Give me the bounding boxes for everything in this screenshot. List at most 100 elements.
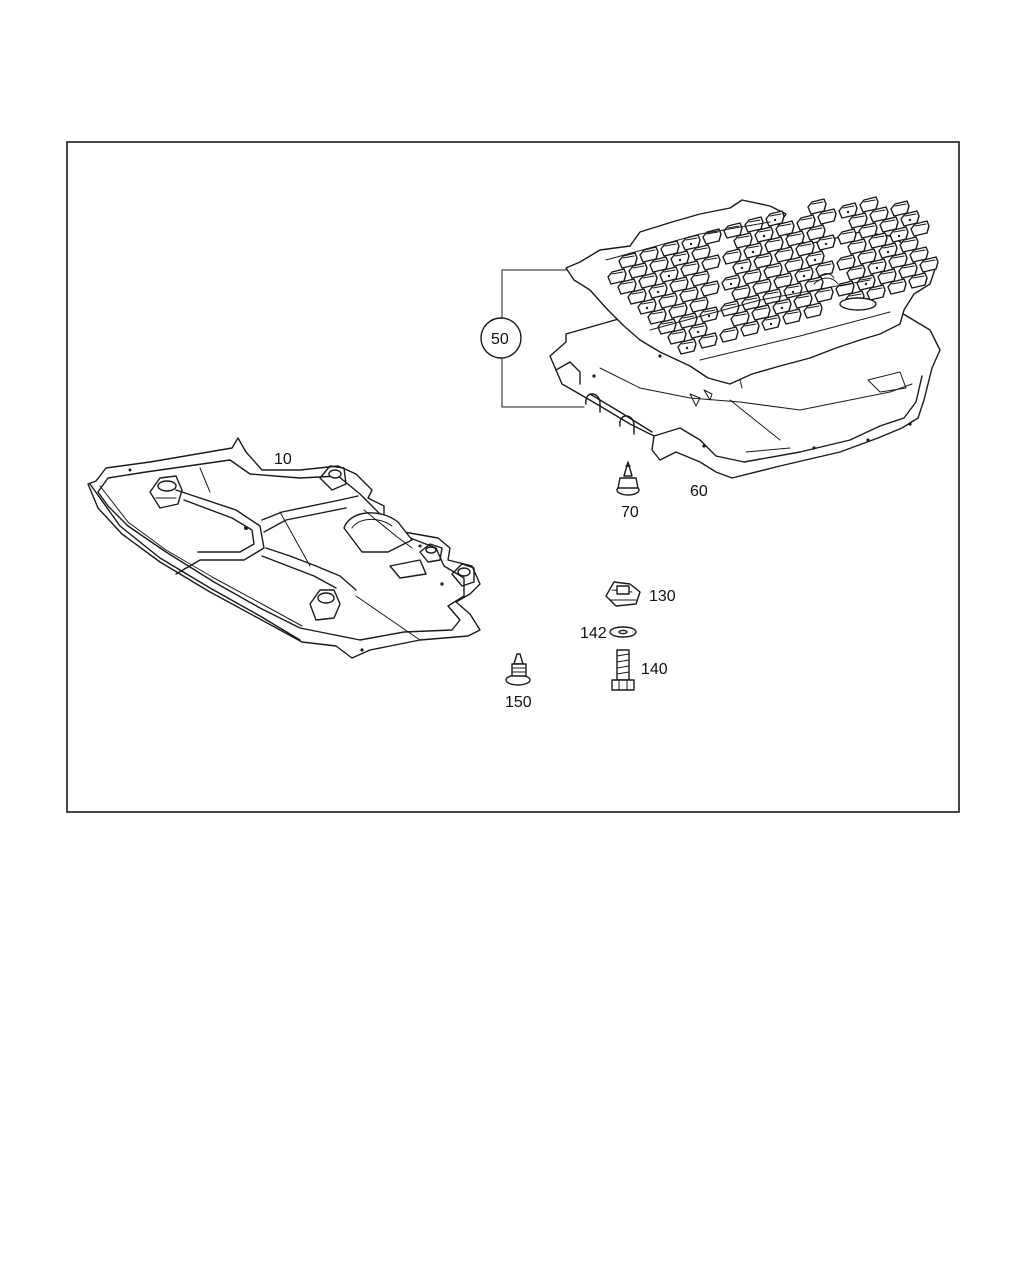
mat-pad-edge xyxy=(851,241,864,245)
callout-142: 142 xyxy=(580,625,607,642)
mat-pad-hole xyxy=(762,234,766,238)
mat-pad-edge xyxy=(706,231,719,235)
mat-pad-edge xyxy=(702,335,715,339)
mat-pad-edge xyxy=(695,247,708,251)
mat-pad-edge xyxy=(631,291,644,295)
mat-pad-edge xyxy=(765,317,778,321)
mat-pad-edge xyxy=(863,199,876,203)
mat-pad-edge xyxy=(724,303,737,307)
mat-pad-edge xyxy=(766,291,779,295)
mat-pad-edge xyxy=(839,283,852,287)
mat-pad-edge xyxy=(674,253,687,257)
mat-pad-edge xyxy=(703,309,716,313)
part-10-underbody-panel[interactable] xyxy=(87,437,481,659)
mat-pad-edge xyxy=(789,233,802,237)
mat-pad-edge xyxy=(684,263,697,267)
mat-pad-edge xyxy=(883,219,896,223)
mat-pad-edge xyxy=(693,299,706,303)
mat-pad-edge xyxy=(904,213,917,217)
part-60-rear-underbody-panel[interactable] xyxy=(549,311,941,479)
part-130-speed-nut[interactable] xyxy=(605,581,641,607)
mat-pad-edge xyxy=(747,245,760,249)
mat-pad-hole xyxy=(656,290,660,294)
mat-pad-hole xyxy=(875,266,879,270)
mat-pad-hole xyxy=(813,258,817,262)
mat-pad-edge xyxy=(870,287,883,291)
mat-pad-edge xyxy=(681,341,694,345)
mat-pad-edge xyxy=(682,315,695,319)
mat-pad-edge xyxy=(734,313,747,317)
mat-pad-edge xyxy=(860,277,873,281)
mat-pad-edge xyxy=(672,305,685,309)
callout-10: 10 xyxy=(274,451,292,468)
part-142-washer[interactable] xyxy=(609,626,637,638)
mat-pad-edge xyxy=(744,323,757,327)
part-140-hex-bolt[interactable] xyxy=(611,649,635,691)
mat-pad-hole xyxy=(696,330,700,334)
mat-pad-edge xyxy=(643,249,656,253)
mat-pad-edge xyxy=(840,257,853,261)
mat-pad-edge xyxy=(809,253,822,257)
mat-pad-edge xyxy=(632,265,645,269)
callout-60: 60 xyxy=(690,483,708,500)
mat-pad-edge xyxy=(872,235,885,239)
mat-pad-edge xyxy=(914,223,927,227)
mat-pad-edge xyxy=(841,231,854,235)
mat-pad-edge xyxy=(881,271,894,275)
mat-pad-hole xyxy=(846,210,850,214)
mat-pad-edge xyxy=(704,283,717,287)
mat-pad-edge xyxy=(903,239,916,243)
mat-pad-hole xyxy=(773,218,777,222)
mat-pad-edge xyxy=(622,255,635,259)
mat-pad-edge xyxy=(891,281,904,285)
mat-pad-edge xyxy=(641,301,654,305)
mat-pad-edge xyxy=(818,289,831,293)
mat-pad-edge xyxy=(820,237,833,241)
mat-pad-hole xyxy=(769,322,773,326)
mat-pad-edge xyxy=(694,273,707,277)
mat-pad-edge xyxy=(652,285,665,289)
callout-130: 130 xyxy=(649,588,676,605)
mat-pad-edge xyxy=(673,279,686,283)
mat-pad-hole xyxy=(751,250,755,254)
mat-pad-hole xyxy=(886,250,890,254)
mat-pad-edge xyxy=(755,307,768,311)
part-150-push-rivet[interactable] xyxy=(505,653,531,686)
mat-pads xyxy=(607,196,939,355)
insulation-mat[interactable] xyxy=(565,196,939,385)
mat-pad-edge xyxy=(849,293,862,297)
mat-pad-edge xyxy=(778,249,791,253)
callout-50: 50 xyxy=(491,331,509,348)
mat-pad-hole xyxy=(685,346,689,350)
mat-pad-edge xyxy=(871,261,884,265)
mat-pad-edge xyxy=(745,297,758,301)
mat-pad-edge xyxy=(662,295,675,299)
mat-pad-hole xyxy=(908,218,912,222)
mat-pad-edge xyxy=(788,259,801,263)
mat-pad-edge xyxy=(767,265,780,269)
mat-pad-edge xyxy=(642,275,655,279)
mat-pad-edge xyxy=(748,219,761,223)
mat-pad-edge xyxy=(725,277,738,281)
mat-pad-edge xyxy=(797,295,810,299)
mat-pad-hole xyxy=(707,314,711,318)
mat-pad-edge xyxy=(787,285,800,289)
mat-pad-edge xyxy=(779,223,792,227)
mat-pad-edge xyxy=(819,263,832,267)
mat-pad-hole xyxy=(740,266,744,270)
mat-pad-hole xyxy=(780,306,784,310)
mat-pad-edge xyxy=(862,225,875,229)
mat-pad-hole xyxy=(864,282,868,286)
mat-pad-edge xyxy=(663,269,676,273)
mat-pad-edge xyxy=(651,311,664,315)
callout-150: 150 xyxy=(505,694,532,711)
mat-pad-hole xyxy=(645,306,649,310)
mat-pad-edge xyxy=(776,301,789,305)
mat-pad-edge xyxy=(757,255,770,259)
callout-140: 140 xyxy=(641,661,668,678)
mat-pad-edge xyxy=(661,321,674,325)
part-70-clip-rivet[interactable] xyxy=(616,461,640,496)
mat-pad-hole xyxy=(824,242,828,246)
mat-pad-edge xyxy=(912,275,925,279)
